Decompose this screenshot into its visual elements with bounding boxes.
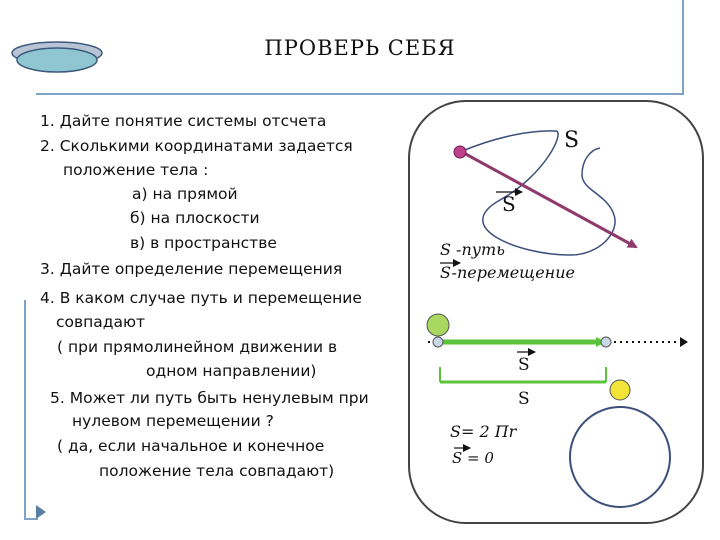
number-line-arrow [680,337,688,347]
circle-path [569,406,671,508]
frame-right-line [682,0,684,95]
answer-4: ( при прямолинейном движении в [57,338,338,356]
question-2-cont: положение тела : [63,161,209,179]
frame-left-line [24,300,26,520]
label-s-path: S [564,128,580,153]
answer-5-cont: положение тела совпадают) [99,462,335,480]
curved-path [459,130,616,256]
circle-formula: S= 2 Пr [450,422,517,441]
legend-displacement: S-перемещение [440,263,575,282]
nav-arrow-icon[interactable] [36,505,46,519]
start-point [453,145,467,159]
question-4: 4. В каком случае путь и перемещение [40,289,362,307]
question-3: 3. Дайте определение перемещения [40,260,343,278]
ball-yellow [609,379,631,401]
circle-zero: S = 0 [452,449,494,467]
diagram-panel [408,100,704,524]
question-5-cont: нулевом перемещении ? [72,412,274,430]
answer-4-cont: одном направлении) [146,362,317,380]
marker-left [432,336,444,348]
marker-right [600,336,612,348]
answer-5: ( да, если начальное и конечное [57,437,325,455]
label-line-vector: S [518,355,530,375]
question-1: 1. Дайте понятие системы отсчета [40,112,327,130]
question-2c: в) в пространстве [130,234,277,252]
page-title: ПРОВЕРЬ СЕБЯ [264,36,456,60]
frame-bottom-line [24,518,38,520]
question-5: 5. Может ли путь быть ненулевым при [50,389,369,407]
ellipse-top [16,47,98,73]
question-2: 2. Сколькими координатами задается [40,137,353,155]
label-line-path: S [518,389,530,409]
question-2b: б) на плоскости [130,209,260,227]
ball-green [426,313,450,337]
question-4-cont: совпадают [56,313,146,331]
label-s-vector: S [502,192,516,216]
frame-top-line [36,93,684,95]
displacement-arrow [461,150,638,249]
legend-path: S -путь [440,240,505,259]
question-2a: а) на прямой [132,185,238,203]
